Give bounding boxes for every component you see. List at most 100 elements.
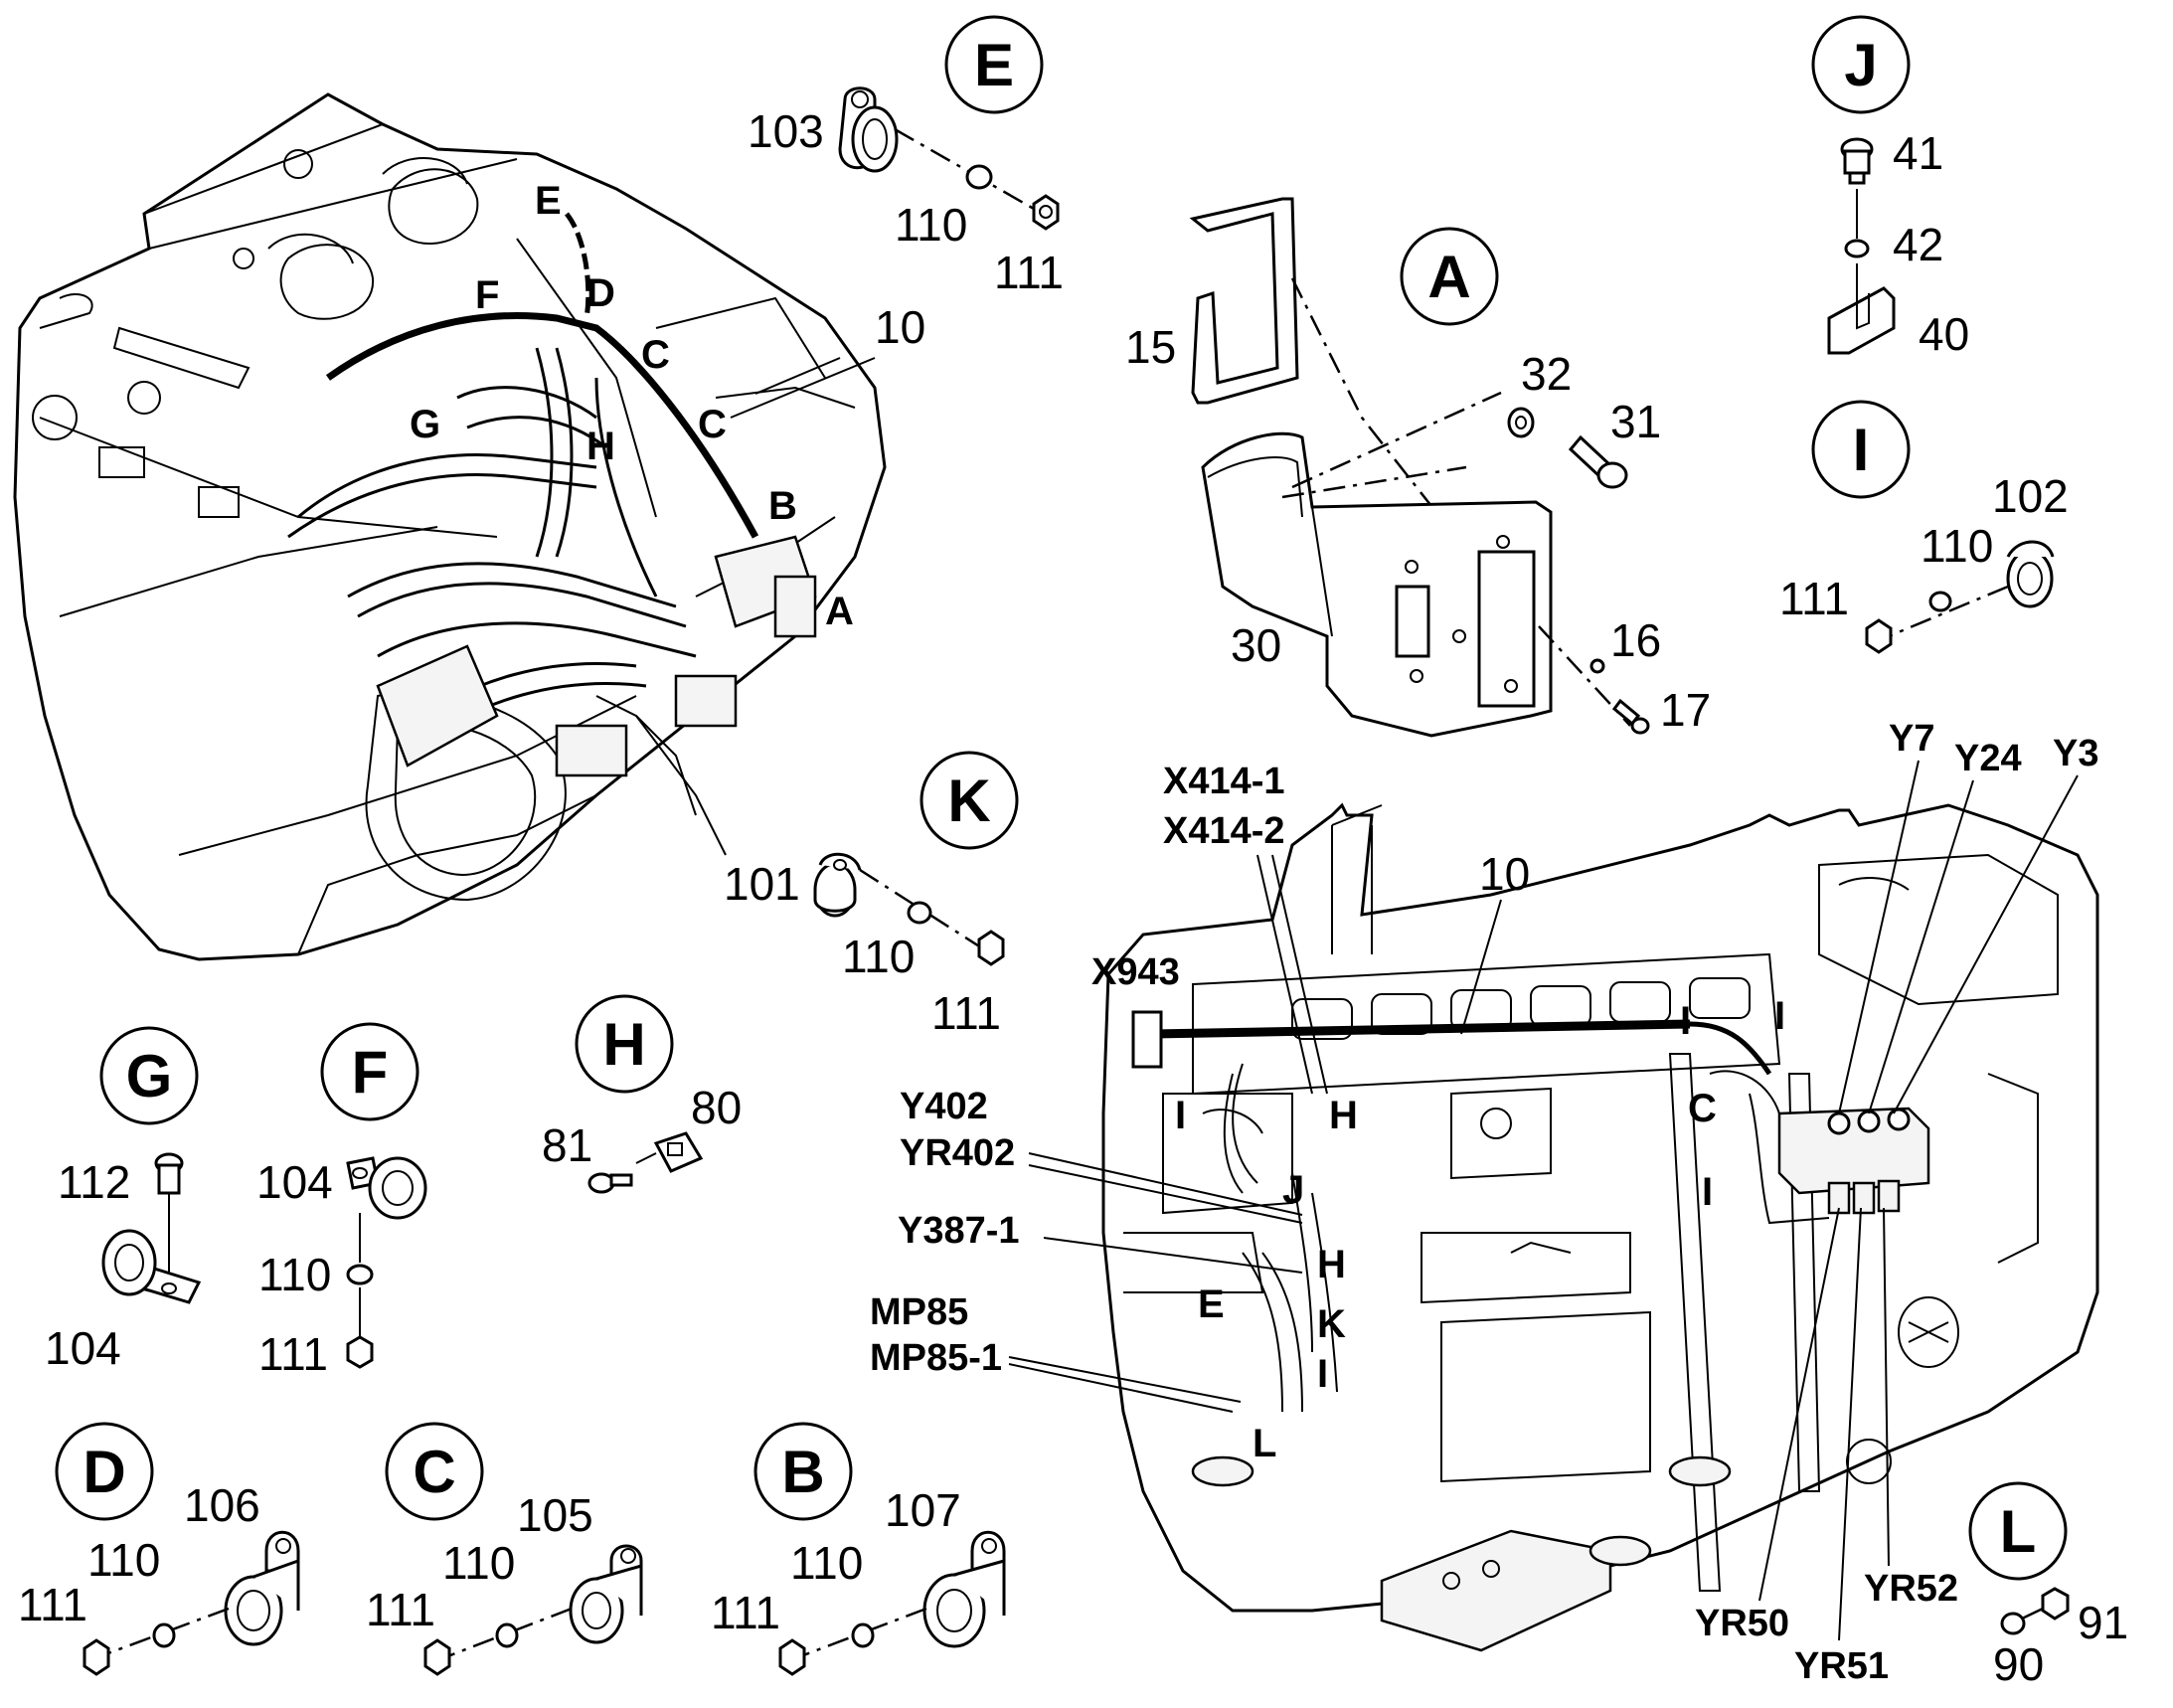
lower-label-i4: I (1702, 1170, 1713, 1214)
callout-yr50: YR50 (1695, 1603, 1789, 1644)
detail-i-part-102: 102 (1992, 470, 2069, 522)
detail-g-part-104: 104 (45, 1322, 121, 1374)
bolt-31-icon (1568, 434, 1628, 489)
connector-callouts: X414-1 X414-2 X943 Y402 YR402 Y387-1 MP8… (870, 718, 2098, 1687)
screw-17-icon (1611, 698, 1650, 735)
detail-c: C 105 110 111 (366, 1422, 643, 1676)
screw-81-icon (587, 1172, 633, 1194)
detail-i: I 102 110 111 (1779, 400, 2069, 654)
detail-a-part-17: 17 (1660, 684, 1711, 736)
upper-label-c1: C (641, 333, 670, 377)
lower-label-l: L (1253, 1422, 1276, 1465)
detail-k-part-110: 110 (842, 931, 915, 982)
detail-i-letter: I (1853, 417, 1870, 483)
callout-y402: Y402 (900, 1086, 988, 1127)
detail-e-part-103: 103 (748, 105, 824, 157)
upper-label-e: E (535, 179, 562, 223)
detail-c-part-110: 110 (442, 1537, 515, 1589)
detail-h-letter: H (602, 1011, 645, 1078)
detail-d-part-106: 106 (184, 1479, 260, 1531)
lower-label-c: C (1688, 1087, 1717, 1130)
detail-f-circle (320, 1022, 419, 1121)
lower-label-i1: I (1680, 999, 1691, 1043)
lower-label-k: K (1317, 1302, 1346, 1346)
lower-label-j: J (1282, 1168, 1304, 1212)
detail-g-part-112: 112 (58, 1156, 130, 1208)
detail-g-letter: G (126, 1043, 173, 1110)
detail-b-part-107: 107 (885, 1484, 961, 1536)
detail-a-letter: A (1427, 244, 1470, 310)
lower-machine-view: I I I H J C I H E K I L 10 (1101, 802, 2099, 1652)
clamp-102-icon (2006, 540, 2055, 608)
detail-b: B 107 110 111 (711, 1422, 1006, 1676)
callout-y3: Y3 (2053, 733, 2098, 774)
detail-d-circle (55, 1422, 154, 1521)
detail-f-part-110: 110 (258, 1249, 331, 1300)
bolt-41-icon (1840, 137, 1874, 185)
detail-l-part-91: 91 (2078, 1597, 2128, 1648)
upper-label-b: B (768, 484, 797, 528)
detail-f: F 104 110 111 (256, 1022, 427, 1380)
detail-d-letter: D (83, 1439, 125, 1505)
detail-g-circle (99, 1026, 199, 1125)
lower-label-h1: H (1329, 1094, 1358, 1137)
upper-harness-callout: 10 (875, 301, 925, 353)
clamp-105-icon (569, 1544, 643, 1644)
callout-yr52: YR52 (1864, 1568, 1958, 1610)
clamp-101-icon (813, 852, 862, 918)
detail-a-circle (1400, 227, 1499, 326)
lower-label-e: E (1198, 1282, 1225, 1326)
detail-e: E 103 110 111 (748, 15, 1064, 298)
callout-x414-2: X414-2 (1163, 810, 1285, 852)
detail-d-part-111: 111 (18, 1579, 87, 1630)
upper-label-h: H (586, 425, 615, 468)
detail-h-circle (575, 994, 674, 1094)
detail-l-part-90: 90 (1993, 1638, 2044, 1690)
detail-b-circle (753, 1422, 853, 1521)
detail-i-part-111: 111 (1779, 573, 1849, 624)
detail-j-circle (1811, 15, 1911, 114)
detail-a-part-32: 32 (1521, 348, 1572, 400)
detail-e-circle (944, 15, 1044, 114)
detail-e-part-111: 111 (994, 247, 1064, 298)
detail-c-circle (385, 1422, 484, 1521)
detail-i-circle (1811, 400, 1911, 499)
detail-b-part-111: 111 (711, 1587, 780, 1638)
detail-k-part-111: 111 (931, 987, 1001, 1039)
detail-h-part-80: 80 (691, 1082, 742, 1133)
detail-j-letter: J (1844, 32, 1877, 98)
detail-d-part-110: 110 (87, 1534, 160, 1586)
lower-label-i3: I (1175, 1094, 1186, 1137)
detail-c-letter: C (413, 1439, 455, 1505)
detail-k-part-101: 101 (724, 858, 800, 910)
callout-y387-1: Y387-1 (898, 1210, 1020, 1252)
upper-label-a: A (825, 590, 854, 633)
detail-c-part-111: 111 (366, 1584, 435, 1635)
lower-label-i2: I (1774, 994, 1785, 1038)
callout-mp85-1: MP85-1 (870, 1337, 1002, 1379)
detail-j-part-42: 42 (1893, 219, 1943, 270)
screw-112-icon (154, 1152, 184, 1195)
callout-x943: X943 (1091, 951, 1180, 993)
nut-111-i-icon (1865, 618, 1893, 654)
detail-l-circle (1968, 1481, 2068, 1581)
detail-a: A 15 32 31 30 16 17 (1125, 197, 1711, 738)
detail-f-part-111: 111 (258, 1328, 328, 1380)
callout-y24: Y24 (1954, 738, 2022, 779)
nut-111-icon (1032, 194, 1060, 231)
detail-d: D 106 110 111 (18, 1422, 300, 1676)
callout-y7: Y7 (1889, 718, 1934, 760)
detail-a-part-31: 31 (1610, 396, 1661, 447)
detail-h-part-81: 81 (542, 1119, 592, 1171)
clamp-107-icon (922, 1530, 1006, 1648)
nut-111-k-icon (977, 930, 1005, 966)
upper-label-f: F (475, 273, 499, 317)
detail-a-part-30: 30 (1231, 619, 1281, 671)
detail-a-part-16: 16 (1610, 614, 1661, 666)
upper-label-g: G (410, 403, 440, 446)
detail-f-part-104: 104 (256, 1156, 333, 1208)
detail-l-letter: L (2000, 1498, 2037, 1565)
detail-e-part-110: 110 (895, 199, 967, 251)
detail-c-part-105: 105 (517, 1489, 593, 1541)
detail-j-part-41: 41 (1893, 127, 1943, 179)
